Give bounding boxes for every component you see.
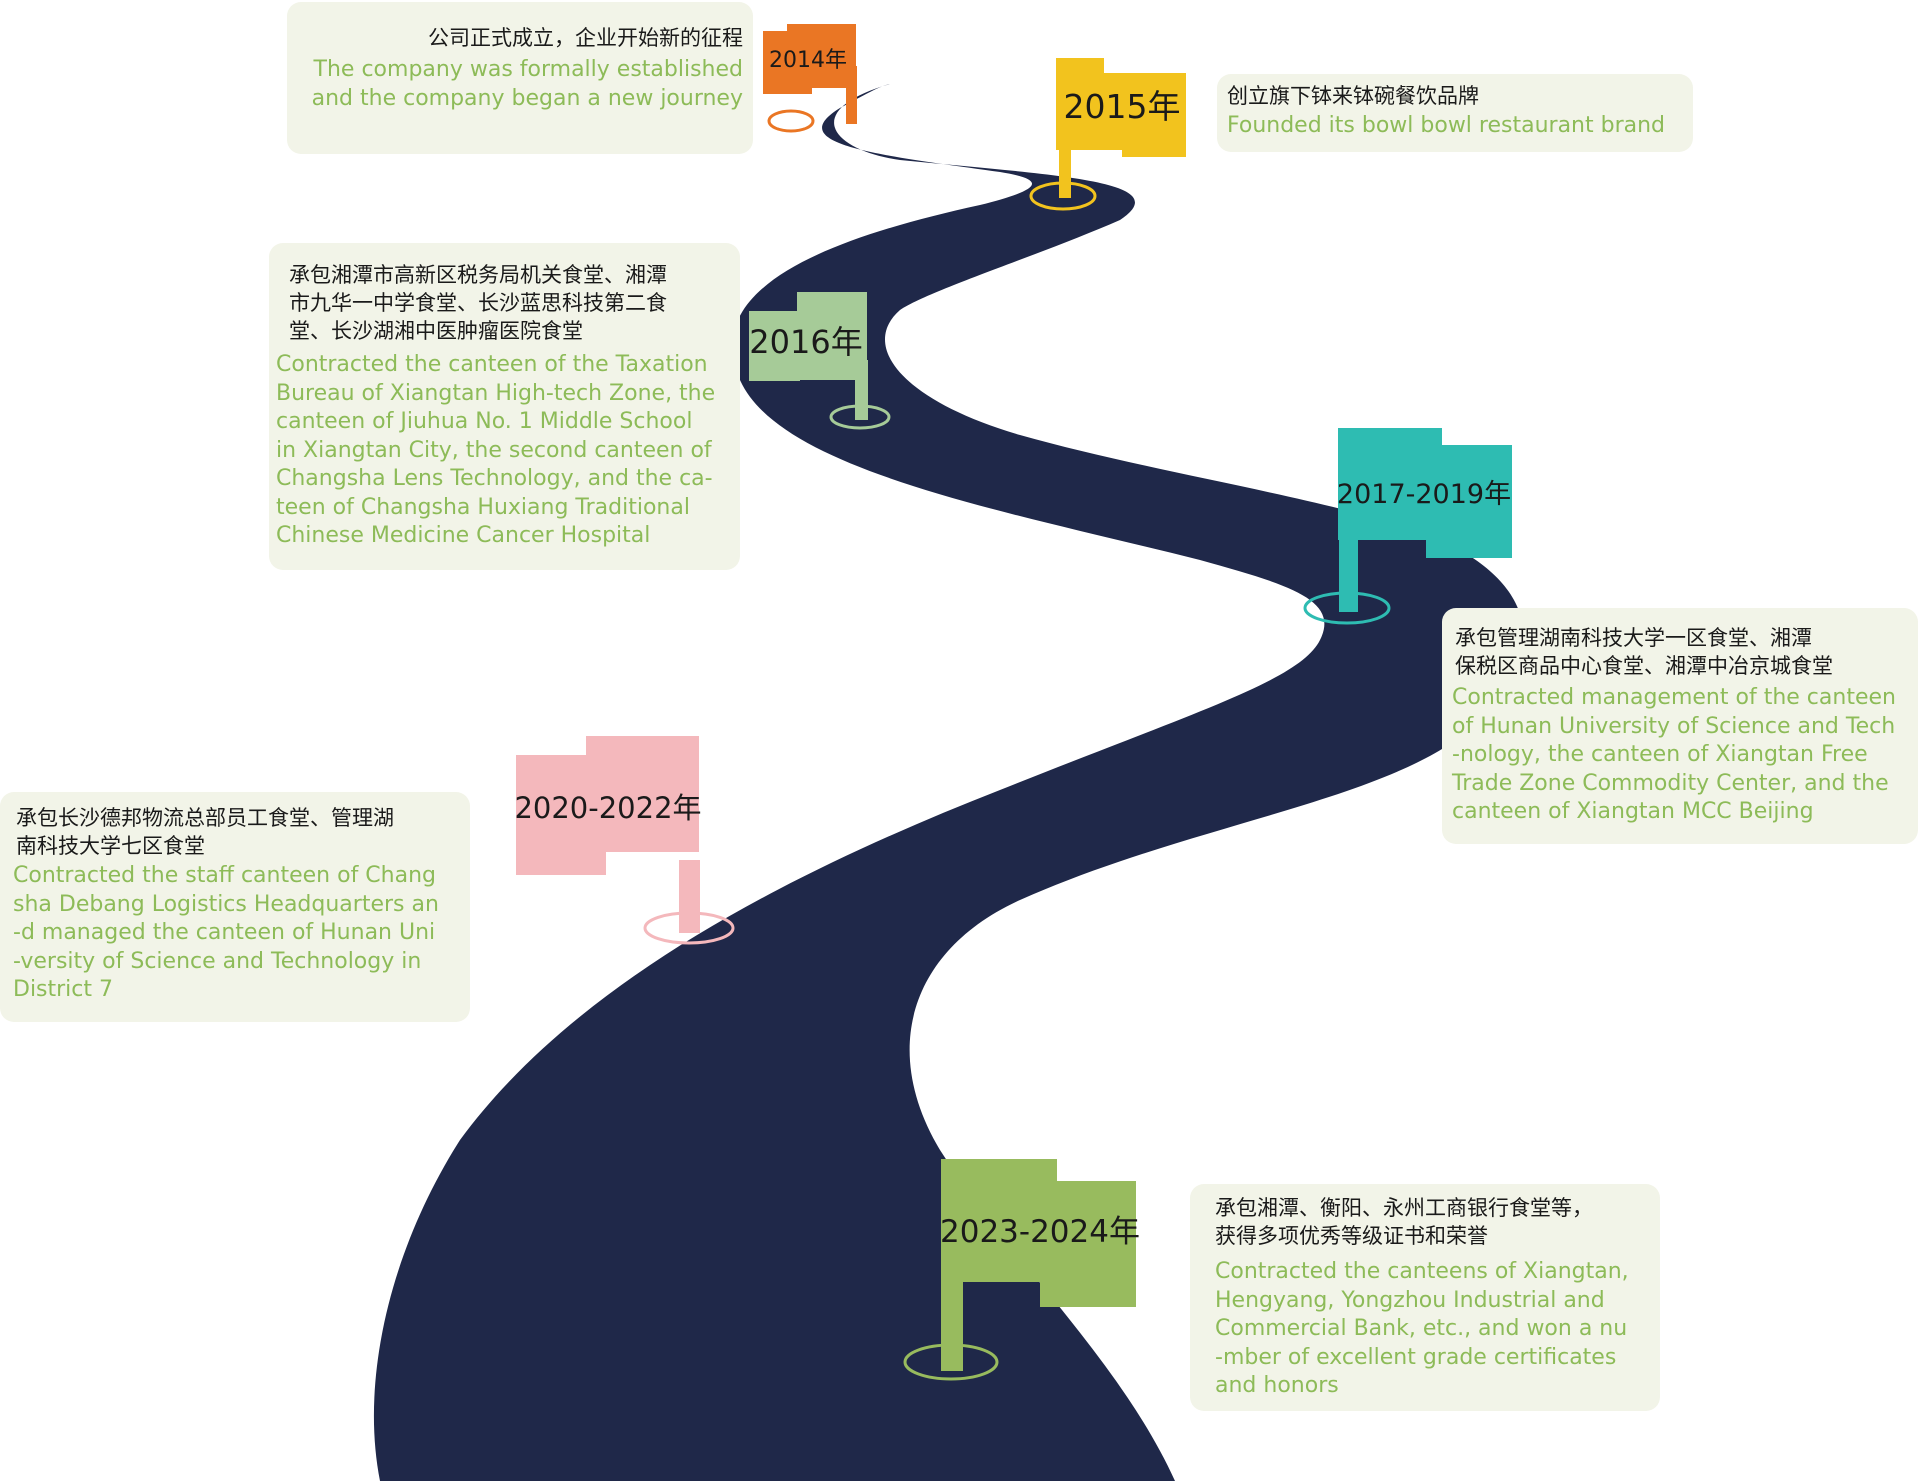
- flag-year-label: 2017-2019年: [1337, 479, 1511, 510]
- milestone-card-2016: 承包湘潭市高新区税务局机关食堂、湘潭 市九华一中学食堂、长沙蓝思科技第二食 堂、…: [269, 243, 740, 570]
- flag-banner: [763, 24, 856, 94]
- milestone-card-2015: 创立旗下钵来钵碗餐饮品牌 Founded its bowl bowl resta…: [1217, 74, 1693, 152]
- milestone-zh-text: 承包湘潭、衡阳、永州工商银行食堂等， 获得多项优秀等级证书和荣誉: [1215, 1196, 1593, 1248]
- milestone-zh-text: 公司正式成立，企业开始新的征程: [428, 26, 743, 50]
- milestone-zh-text: 承包管理湖南科技大学一区食堂、湘潭 保税区商品中心食堂、湘潭中冶京城食堂: [1455, 626, 1833, 678]
- milestone-card-2023-2024: 承包湘潭、衡阳、永州工商银行食堂等， 获得多项优秀等级证书和荣誉 Contrac…: [1190, 1184, 1660, 1411]
- milestone-en-text: Contracted the canteens of Xiangtan, Hen…: [1215, 1259, 1629, 1398]
- flag-pole: [1339, 540, 1358, 612]
- flag-2020-2022: 2020-2022年: [514, 736, 735, 945]
- flag-pole: [941, 1282, 963, 1371]
- flag-base-ring: [767, 109, 815, 133]
- milestone-card-2017-2019: 承包管理湖南科技大学一区食堂、湘潭 保税区商品中心食堂、湘潭中冶京城食堂 Con…: [1442, 608, 1918, 844]
- flag-year-label: 2015年: [1064, 87, 1181, 126]
- milestone-zh-text: 承包湘潭市高新区税务局机关食堂、湘潭 市九华一中学食堂、长沙蓝思科技第二食 堂、…: [289, 263, 667, 343]
- flag-pole: [1059, 140, 1071, 198]
- milestone-en-text: Founded its bowl bowl restaurant brand: [1227, 113, 1666, 138]
- flag-banner: [749, 292, 867, 381]
- flag-2023-2024: 2023-2024年: [903, 1159, 1140, 1381]
- flag-banner: [941, 1159, 1136, 1307]
- flag-banner: [1056, 58, 1186, 157]
- milestone-zh-text: 承包长沙德邦物流总部员工食堂、管理湖 南科技大学七区食堂: [16, 806, 394, 858]
- winding-road: [373, 84, 1524, 1481]
- flag-year-label: 2020-2022年: [514, 791, 701, 825]
- flag-year-label: 2016年: [749, 323, 862, 361]
- milestone-en-text: Contracted the canteen of the Taxation B…: [276, 352, 716, 548]
- flag-2015: 2015年: [1029, 58, 1186, 211]
- flag-2016: 2016年: [749, 292, 891, 430]
- flag-year-label: 2014年: [769, 48, 847, 73]
- milestone-en-text: Contracted management of the canteen of …: [1452, 685, 1896, 824]
- flag-banner: [516, 736, 699, 875]
- milestone-zh-text: 创立旗下钵来钵碗餐饮品牌: [1227, 84, 1479, 108]
- flag-pole: [679, 860, 700, 933]
- milestone-en-text: The company was formally established and…: [311, 57, 743, 111]
- milestone-en-text: Contracted the staff canteen of Chang sh…: [13, 863, 439, 1002]
- flag-year-label: 2023-2024年: [940, 1214, 1140, 1250]
- flag-pole: [846, 66, 857, 124]
- flag-2017-2019: 2017-2019年: [1303, 428, 1512, 625]
- milestone-card-2014: 公司正式成立，企业开始新的征程 The company was formally…: [287, 2, 753, 154]
- milestone-card-2020-2022: 承包长沙德邦物流总部员工食堂、管理湖 南科技大学七区食堂 Contracted …: [0, 792, 470, 1022]
- flag-banner: [1338, 428, 1512, 558]
- flag-2014: 2014年: [763, 24, 857, 133]
